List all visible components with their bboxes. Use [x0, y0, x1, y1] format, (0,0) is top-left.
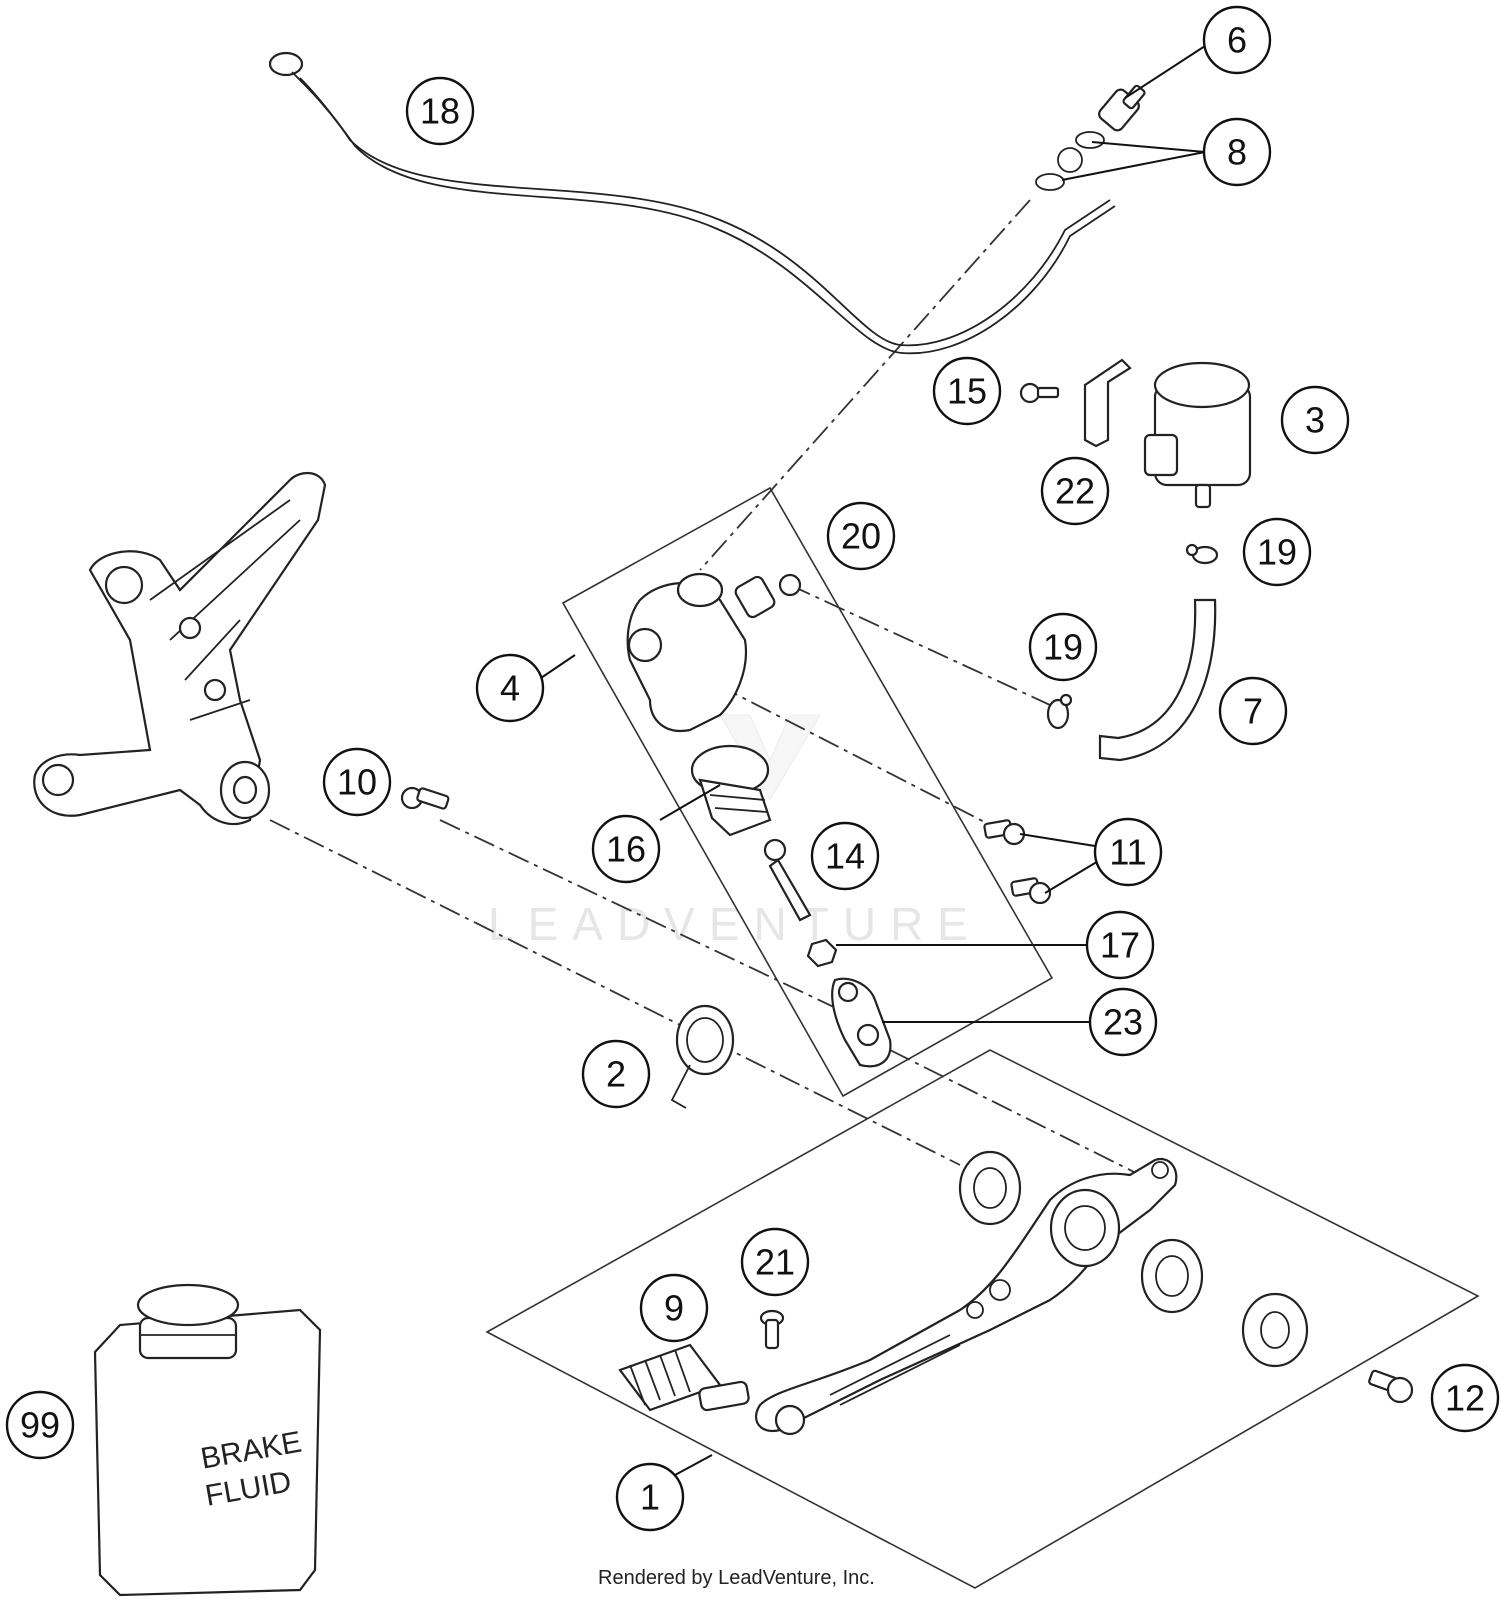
banjo-bolt: [1098, 84, 1146, 132]
callout-3: 3: [1280, 385, 1350, 455]
svg-text:18: 18: [420, 91, 460, 132]
callout-8: 8: [1202, 117, 1272, 187]
callout-15: 15: [932, 356, 1002, 426]
assembly-lines: [269, 199, 1151, 1181]
mounting-bolts: [983, 819, 1052, 905]
watermark-text: LEADVENTURE: [488, 898, 982, 950]
callout-14: 14: [810, 821, 880, 891]
reservoir-hose: [1098, 598, 1217, 762]
callout-21: 21: [740, 1227, 810, 1297]
callout-9: 9: [639, 1273, 709, 1343]
svg-text:4: 4: [500, 668, 520, 709]
callout-99: 99: [5, 1390, 75, 1460]
callout-12: 12: [1430, 1363, 1500, 1433]
svg-text:7: 7: [1243, 691, 1263, 732]
watermark-logo: [719, 714, 821, 801]
svg-text:10: 10: [337, 762, 377, 803]
pedal-bushing: [1241, 1292, 1309, 1368]
hose-clamp-upper: [1185, 543, 1219, 565]
svg-text:11: 11: [1109, 832, 1146, 873]
svg-text:6: 6: [1227, 20, 1247, 61]
callout-6: 6: [1202, 5, 1272, 75]
screw-21: [759, 1309, 785, 1350]
svg-text:16: 16: [606, 829, 646, 870]
clevis: [831, 977, 892, 1068]
leader-lines: [537, 45, 1206, 1476]
master-cylinder-group-box: [561, 486, 1054, 1098]
svg-text:14: 14: [825, 836, 865, 877]
callout-2: 2: [581, 1039, 651, 1109]
brake-pedal: [755, 1157, 1178, 1436]
svg-text:2: 2: [606, 1054, 626, 1095]
svg-text:20: 20: [841, 516, 881, 557]
svg-text:3: 3: [1305, 400, 1325, 441]
hose-clamp-lower: [1046, 693, 1073, 730]
svg-text:12: 12: [1445, 1378, 1485, 1419]
callout-1: 1: [615, 1462, 685, 1532]
svg-text:21: 21: [755, 1242, 795, 1283]
callout-23: 23: [1088, 987, 1158, 1057]
callout-16: 16: [591, 814, 661, 884]
svg-text:15: 15: [947, 371, 987, 412]
pushrod: [763, 838, 812, 922]
svg-text:8: 8: [1227, 132, 1247, 173]
pedal-bolt: [1368, 1369, 1414, 1404]
svg-text:1: 1: [640, 1477, 660, 1518]
brake-footpeg: [618, 1343, 750, 1412]
svg-text:19: 19: [1257, 532, 1297, 573]
brake-pedal-group-box: [485, 1049, 1480, 1589]
pedal-bearing-left: [958, 1150, 1022, 1226]
callout-10: 10: [322, 747, 392, 817]
callout-20: 20: [826, 501, 896, 571]
footrest-bracket: [33, 472, 327, 826]
rubber-boot: [690, 744, 772, 837]
pivot-bolt: [400, 786, 450, 810]
svg-text:22: 22: [1055, 471, 1095, 512]
callout-4: 4: [475, 653, 545, 723]
brake-fluid-bottle: [93, 1283, 322, 1597]
callout-11: 11: [1093, 817, 1163, 887]
brake-master-cylinder: [626, 572, 802, 733]
credit-text: Rendered by LeadVenture, Inc.: [598, 1567, 875, 1589]
callout-18: 18: [405, 76, 475, 146]
svg-text:17: 17: [1100, 925, 1140, 966]
callout-7: 7: [1218, 676, 1288, 746]
screw-15: [1019, 382, 1060, 404]
brake-fluid-reservoir: [1143, 361, 1252, 509]
svg-text:23: 23: [1103, 1002, 1143, 1043]
svg-text:19: 19: [1043, 627, 1083, 668]
callout-19-lower: 19: [1028, 612, 1098, 682]
brake-hose: [268, 51, 1116, 355]
pedal-bearing-right: [1140, 1238, 1204, 1314]
hex-nut: [806, 938, 838, 968]
svg-text:99: 99: [20, 1405, 60, 1446]
sealing-washers: [1035, 131, 1105, 191]
callout-22: 22: [1040, 456, 1110, 526]
callout-19-upper: 19: [1242, 517, 1312, 587]
return-spring: [670, 1004, 735, 1109]
callout-17: 17: [1085, 910, 1155, 980]
svg-text:9: 9: [664, 1288, 684, 1329]
reservoir-bracket: [1083, 358, 1132, 448]
